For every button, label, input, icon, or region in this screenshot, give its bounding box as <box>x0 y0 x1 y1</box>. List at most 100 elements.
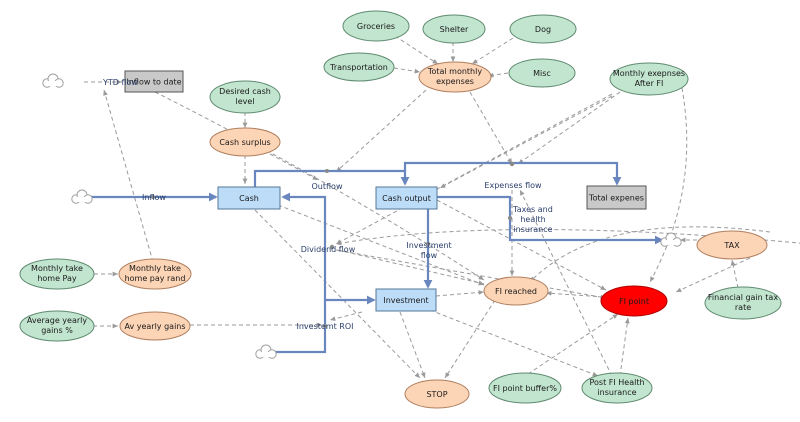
link-outflow-fipoint <box>335 249 607 300</box>
link-investment-roi <box>329 311 363 322</box>
variable-fi-point-buffer-label: FI point buffer% <box>493 384 557 393</box>
taxes-label-1[interactable]: Taxes and <box>512 205 553 214</box>
link-dividend-fireached <box>337 249 485 286</box>
aux-monthly-take-home-pay-rand[interactable]: Monthly take home pay rand <box>118 258 192 290</box>
variable-post-fi-health-insurance[interactable]: Post FI Health insurance <box>581 372 653 404</box>
link-mafi-fipoint <box>649 87 688 283</box>
link-cashoutput-fipoint <box>436 199 607 291</box>
link-investment-stop <box>399 311 426 379</box>
aux-av-yearly-gains-label: Av yearly gains <box>124 322 185 331</box>
variable-post-fi-health-insurance-label-1: Post FI Health <box>589 378 644 387</box>
link-buffer-fipoint <box>527 313 619 375</box>
stock-total-expenses[interactable]: Total expenes <box>586 185 647 210</box>
flow-valves <box>151 161 515 328</box>
link-taxrate-tax <box>730 259 739 289</box>
aux-av-yearly-gains[interactable]: Av yearly gains <box>119 311 191 341</box>
taxes-label-2[interactable]: health <box>520 215 545 224</box>
flow-labels: YTD flow Outflow Expenses flow Taxes and… <box>102 78 553 331</box>
variable-transportation[interactable]: Transportation <box>323 52 395 82</box>
variable-average-yearly-gains-label-1: Average yearly <box>27 316 87 325</box>
link-total-outflow <box>335 89 427 173</box>
cloud-icon <box>255 344 277 359</box>
variable-monthly-expenses-after-fi[interactable]: Monthly exepnses After FI <box>609 62 689 96</box>
variable-misc-label: Misc <box>533 69 551 78</box>
variable-financial-gain-tax-rate-label-2: rate <box>735 303 751 312</box>
aux-fi-point[interactable]: FI point <box>600 285 668 317</box>
aux-total-monthly-expenses[interactable]: Total monthly expenses <box>418 61 492 93</box>
link-mafi-dividend <box>335 93 613 245</box>
variable-groceries[interactable]: Groceries <box>342 10 410 42</box>
aux-total-monthly-expenses-label-1: Total monthly <box>427 67 482 76</box>
aux-total-monthly-expenses-label-2: expenses <box>436 77 474 86</box>
cloud-icon <box>71 189 93 204</box>
stock-cash-output-label: Cash output <box>382 194 431 203</box>
variable-desired-cash-level-label-1: Desired cash <box>219 87 271 96</box>
variable-average-yearly-gains-label-2: gains % <box>41 326 73 335</box>
ytd-flow-label[interactable]: YTD flow <box>102 78 138 87</box>
aux-tax-label: TAX <box>723 241 740 250</box>
variable-financial-gain-tax-rate-label-1: Financial gain tax <box>708 293 778 302</box>
valve-dividend <box>329 244 335 250</box>
stock-investment-label: Investment <box>383 296 428 305</box>
stock-cash-label: Cash <box>239 194 259 203</box>
aux-fi-point-label: FI point <box>619 297 649 306</box>
stock-cash[interactable]: Cash <box>217 186 281 210</box>
investment-flow-label-2[interactable]: flow <box>421 251 438 260</box>
stock-cash-output[interactable]: Cash output <box>375 186 438 210</box>
link-fireached-stop <box>444 299 496 379</box>
link-surplus-outflow <box>269 153 319 181</box>
link-rand-ytd <box>103 89 154 263</box>
variable-shelter[interactable]: Shelter <box>422 14 486 44</box>
expenses-flow-label[interactable]: Expenses flow <box>484 181 542 190</box>
link-inflowtodate-fireached <box>154 91 485 281</box>
variable-fi-point-buffer[interactable]: FI point buffer% <box>488 372 562 404</box>
link-mafi-expensesflow <box>517 91 621 165</box>
aux-fi-reached[interactable]: FI reached <box>483 276 549 306</box>
aux-tax[interactable]: TAX <box>696 230 768 260</box>
pipe-dividend <box>281 192 327 300</box>
link-investment-fireached <box>435 290 485 297</box>
investment-roi-label[interactable]: Investemt ROI <box>297 322 354 331</box>
link-tax-dividend <box>335 229 800 246</box>
dividend-flow-label[interactable]: Dividend flow <box>301 245 356 254</box>
variable-monthly-take-home-pay[interactable]: Monthly take home Pay <box>19 258 95 290</box>
inflow-label[interactable]: Inflow <box>142 193 166 202</box>
investment-flow-label-1[interactable]: Investment <box>406 241 451 250</box>
outflow-label[interactable]: Outflow <box>312 182 343 191</box>
aux-monthly-take-home-pay-rand-label-1: Monthly take <box>129 264 181 273</box>
variable-financial-gain-tax-rate[interactable]: Financial gain tax rate <box>704 286 782 320</box>
link-postfi-fipoint <box>619 317 630 377</box>
valve-investment <box>426 242 430 246</box>
link-cash-stop <box>254 209 421 379</box>
cloud-icon <box>42 73 64 88</box>
link-groceries-total <box>394 35 439 65</box>
aux-stop-label: STOP <box>426 390 447 399</box>
variable-desired-cash-level-label-2: level <box>235 97 254 106</box>
variable-shelter-label: Shelter <box>440 25 469 34</box>
link-cash-fireached <box>277 204 485 286</box>
pipe-outflow <box>253 169 410 187</box>
variable-dog[interactable]: Dog <box>509 14 577 44</box>
aux-cash-surplus[interactable]: Cash surplus <box>209 127 281 157</box>
variable-groceries-label: Groceries <box>357 22 395 31</box>
stock-total-expenses-label: Total expenes <box>588 194 644 203</box>
variable-transportation-label: Transportation <box>329 63 388 72</box>
stock-investment[interactable]: Investment <box>375 288 437 312</box>
valve-inflow <box>151 195 155 199</box>
valve-outflow <box>325 169 329 173</box>
aux-stop[interactable]: STOP <box>404 379 470 409</box>
variable-monthly-take-home-pay-label-1: Monthly take <box>31 264 83 273</box>
variable-desired-cash-level[interactable]: Desired cash level <box>209 80 281 114</box>
variable-average-yearly-gains[interactable]: Average yearly gains % <box>19 310 95 342</box>
link-transport-total <box>393 67 421 74</box>
stock-inflow-to-date[interactable]: Inflow to date <box>124 70 184 93</box>
dependency-links <box>84 35 800 379</box>
valve-taxes <box>508 216 512 220</box>
variable-monthly-take-home-pay-label-2: home Pay <box>37 274 77 283</box>
aux-fi-reached-label: FI reached <box>495 287 537 296</box>
variable-monthly-expenses-after-fi-label-2: After FI <box>635 79 664 88</box>
variable-misc[interactable]: Misc <box>508 58 576 88</box>
stock-inflow-to-date-label: Inflow to date <box>126 78 181 87</box>
taxes-label-3[interactable]: insurance <box>513 225 552 234</box>
